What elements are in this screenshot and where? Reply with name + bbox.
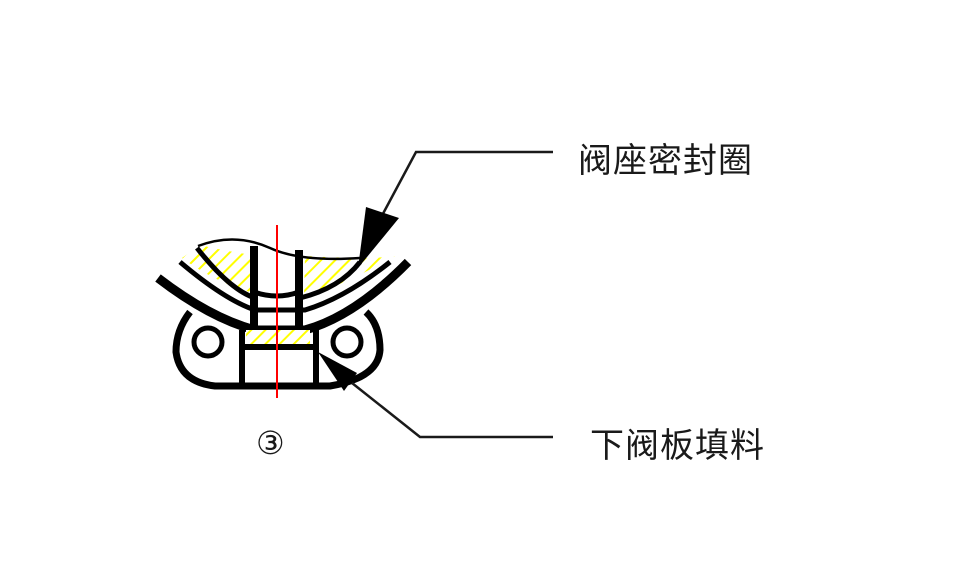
leader-filler	[318, 352, 553, 439]
callout-label-seat-seal-ring: 阀座密封圈	[578, 141, 753, 181]
leader-seal-ring	[358, 150, 553, 268]
seat-lower-arc	[178, 260, 392, 313]
callout-label-lower-valve-plate-filler: 下阀板填料	[590, 426, 765, 466]
valve-body-outline	[172, 309, 384, 390]
bolt-hole-left	[191, 325, 225, 359]
upper-thin-curve	[197, 238, 361, 261]
bolt-hole-right	[330, 325, 364, 359]
part-number-label: ③	[256, 424, 285, 462]
